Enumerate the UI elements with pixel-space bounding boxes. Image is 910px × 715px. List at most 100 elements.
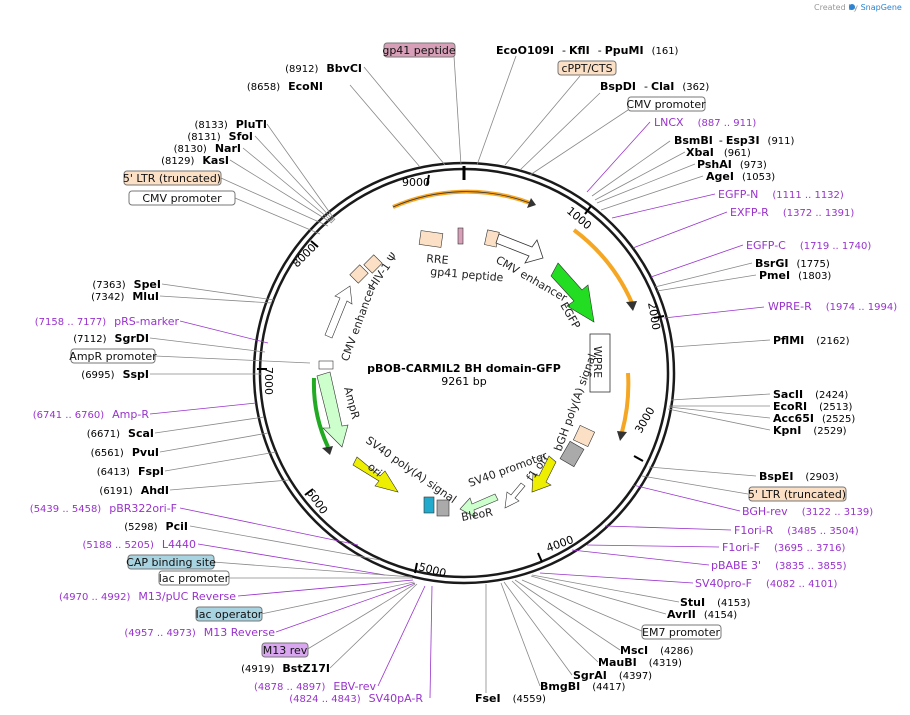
leader-pbr322 bbox=[179, 507, 359, 546]
tick-label-4000: 4000 bbox=[545, 533, 576, 555]
pmei-label: PmeI(1803) bbox=[759, 269, 831, 282]
em7-box bbox=[641, 624, 722, 640]
sacii-label: SacII(2424) bbox=[773, 388, 848, 401]
fspi-label: (6413)FspI bbox=[97, 465, 164, 478]
ltr-right-box-label: 5' LTR (truncated) bbox=[748, 488, 846, 501]
bbvci-label: (8912)BbvCI bbox=[285, 62, 362, 75]
leader-ecoo109i bbox=[476, 55, 517, 166]
acc65i-label: Acc65I(2525) bbox=[773, 412, 855, 425]
ahdi-label: (6191)AhdI bbox=[99, 484, 169, 497]
arc-right bbox=[620, 372, 631, 433]
fsei-label: FseI(4559) bbox=[475, 692, 546, 705]
stui-label: StuI(4153) bbox=[680, 596, 750, 609]
leader-ahdi bbox=[169, 479, 290, 491]
leader-sv40par bbox=[429, 585, 433, 699]
leader-ltr-right bbox=[641, 475, 749, 495]
leader-f1orif bbox=[586, 544, 720, 548]
bgh-box bbox=[572, 424, 596, 448]
f1orif-label: F1ori-F(3695 .. 3716) bbox=[722, 541, 845, 554]
pbr322-label: (5439 .. 5458)pBR322ori-F bbox=[30, 502, 177, 515]
pcii-label: (5298)PciI bbox=[124, 520, 188, 533]
leader-sfoi bbox=[254, 135, 335, 222]
wpre-box bbox=[589, 333, 611, 393]
ecori-label: EcoRI(2513) bbox=[773, 400, 853, 413]
leader-pflmi bbox=[672, 339, 771, 348]
f1-ori-arrow bbox=[531, 455, 557, 493]
ltr-left-box-label: 5' LTR (truncated) bbox=[123, 172, 221, 185]
tick-label-3000: 3000 bbox=[632, 405, 657, 436]
leader-m13rev bbox=[305, 583, 416, 651]
scai-label: (6671)ScaI bbox=[87, 427, 154, 440]
leader-scai bbox=[154, 416, 265, 434]
leader-pvui bbox=[159, 432, 269, 453]
egfpn-label: EGFP-N(1111 .. 1132) bbox=[718, 188, 844, 201]
ltr-left-box bbox=[123, 170, 222, 186]
lac-op-box-label: lac operator bbox=[196, 608, 263, 621]
ebvrev-label: (4878 .. 4897)EBV-rev bbox=[254, 680, 376, 693]
sv40par-label: (4824 .. 4843)SV40pA-R bbox=[289, 692, 423, 705]
sfoi-label: (8131)SfoI bbox=[187, 130, 253, 143]
bsmbi-label: BsmBI-Esp3I(911) bbox=[674, 134, 795, 147]
leader-mlui bbox=[159, 295, 273, 304]
leader-lac-op bbox=[260, 581, 415, 615]
leader-pluti bbox=[266, 123, 336, 221]
lncx-label: LNCX(887 .. 911) bbox=[654, 116, 756, 129]
small-blue-box bbox=[423, 496, 435, 514]
gp41-box bbox=[383, 42, 456, 58]
arc-upper-right bbox=[572, 228, 634, 304]
leader-ampr-prom bbox=[154, 355, 311, 364]
cmv-top-box-label: CMV promoter bbox=[626, 98, 706, 111]
bstz17i-label: (4919)BstZ17I bbox=[241, 662, 330, 675]
ori-arrow bbox=[352, 456, 399, 493]
agei-label: AgeI(1053) bbox=[706, 170, 775, 183]
leader-kasi bbox=[229, 159, 333, 224]
leader-agei bbox=[600, 175, 704, 211]
msci-label: MscI(4286) bbox=[620, 644, 693, 657]
bspei-label: BspEI(2903) bbox=[759, 470, 839, 483]
arc-upper-right-head bbox=[626, 301, 637, 311]
econi-label: (8658)EcoNI bbox=[247, 80, 323, 93]
tick-2000 bbox=[653, 315, 665, 319]
tick-label-9000: 9000 bbox=[402, 176, 430, 189]
leader-nari bbox=[242, 147, 334, 223]
tick-5000 bbox=[414, 562, 418, 574]
f1orir-label: F1ori-R(3485 .. 3504) bbox=[734, 524, 859, 537]
leader-econi bbox=[349, 84, 421, 168]
leader-bspdi bbox=[519, 92, 601, 171]
leader-em7 bbox=[521, 579, 645, 633]
bghrev-label: BGH-rev(3122 .. 3139) bbox=[742, 505, 873, 518]
leader-bsrgi bbox=[654, 262, 753, 288]
cppt-box bbox=[557, 60, 617, 76]
leader-msci bbox=[514, 579, 621, 651]
l4440-label: (5188 .. 5205)L4440 bbox=[82, 538, 196, 551]
leader-bsmbi bbox=[591, 140, 671, 197]
sgrdi-label: (7112)SgrDI bbox=[73, 332, 149, 345]
leader-ebvrev bbox=[377, 585, 426, 687]
tick-9000 bbox=[426, 174, 430, 186]
leader-pmei bbox=[656, 274, 757, 292]
leader-sv40prof bbox=[539, 572, 694, 584]
leader-ltr-left bbox=[220, 177, 329, 227]
xbai-label: XbaI(961) bbox=[686, 146, 751, 159]
wpre-label: WPRE bbox=[591, 346, 604, 378]
cap-box-label: CAP binding site bbox=[126, 556, 216, 569]
bleor-arrow bbox=[459, 493, 499, 518]
tick-label-8000: 8000 bbox=[290, 241, 319, 270]
leader-wprer bbox=[663, 306, 765, 319]
leader-m13r bbox=[275, 582, 416, 633]
m13puc-label: (4970 .. 4992)M13/pUC Reverse bbox=[59, 590, 236, 603]
leader-sgrdi bbox=[149, 337, 266, 353]
leader-cmv-left bbox=[234, 197, 321, 235]
gp41-box-label: gp41 peptide bbox=[382, 44, 456, 57]
ampr-arrow bbox=[316, 371, 349, 448]
pvui-label: (6561)PvuI bbox=[91, 446, 159, 459]
tick-8000 bbox=[310, 240, 319, 248]
leader-spei bbox=[161, 283, 275, 301]
wprer-label: WPRE-R(1974 .. 1994) bbox=[768, 300, 897, 313]
rre-label: RRE bbox=[426, 252, 449, 267]
leader-bmgbi bbox=[500, 582, 541, 687]
ampr-label: AmpR bbox=[341, 385, 362, 420]
left-labels: (8912)BbvCI (8658)EcoNI (8133)PluTI (813… bbox=[30, 62, 424, 705]
gp41-inner-box bbox=[457, 227, 464, 245]
snapgene-logo-icon bbox=[849, 4, 855, 10]
